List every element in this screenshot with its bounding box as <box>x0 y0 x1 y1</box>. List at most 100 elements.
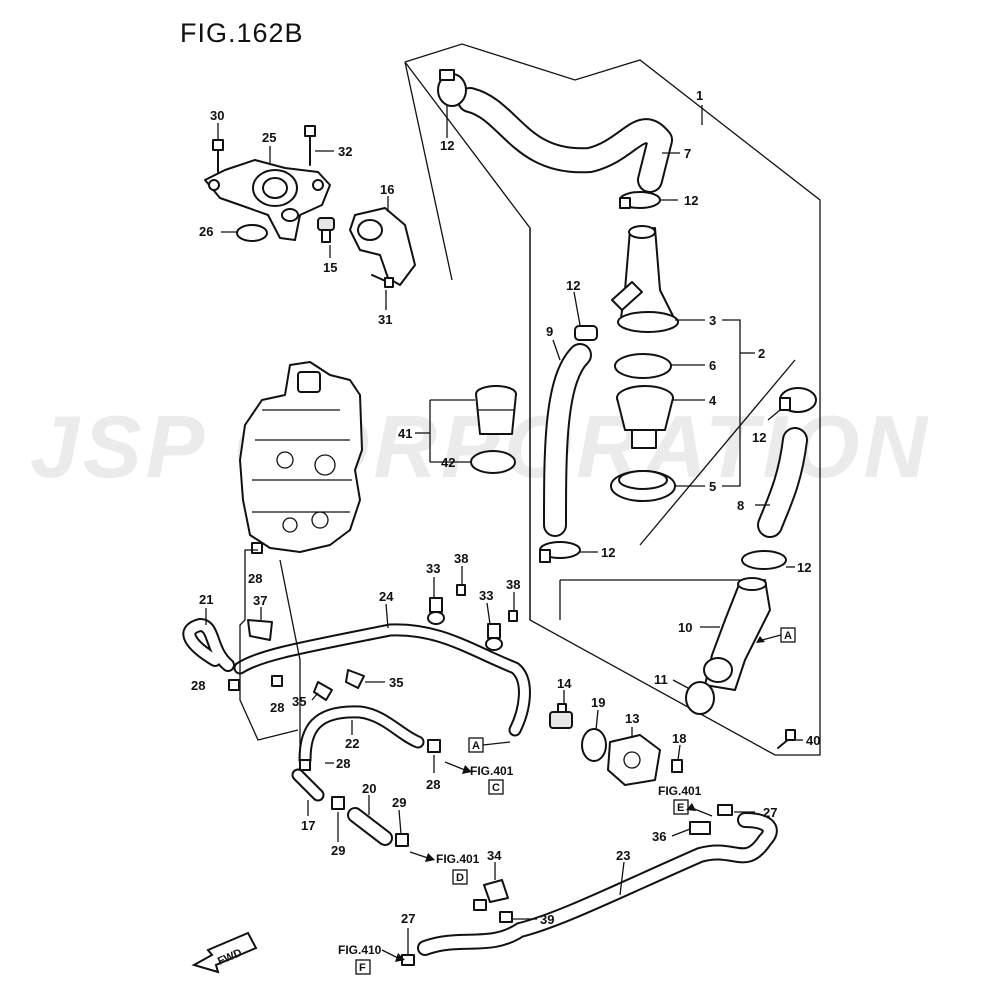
svg-text:FIG.401: FIG.401 <box>658 784 702 798</box>
hose-part-7 <box>457 87 673 193</box>
cover-part-13 <box>607 734 661 786</box>
svg-text:C: C <box>492 782 500 794</box>
bracket-part-37 <box>247 619 273 641</box>
bolt-part-38-left <box>456 584 466 596</box>
sensor-part-14 <box>549 703 573 729</box>
clip-part-28-left <box>228 679 240 691</box>
callout-35-left: 35 <box>292 694 306 709</box>
clip-part-33-left <box>427 597 445 625</box>
callout-19: 19 <box>591 695 605 710</box>
clip-part-28-bottom <box>299 759 311 771</box>
assembly-outline <box>404 43 821 756</box>
clamp-part-12-right <box>779 387 817 413</box>
clip-part-27-right <box>717 804 733 816</box>
clip-part-28-lower <box>427 739 441 753</box>
svg-text:FIG.410: FIG.410 <box>338 943 382 957</box>
callout-17: 17 <box>301 818 315 833</box>
housing-part-3 <box>611 225 679 333</box>
clip-part-29-right <box>395 833 409 847</box>
callout-12-lower: 12 <box>601 545 615 560</box>
callout-15: 15 <box>323 260 337 275</box>
svg-text:A: A <box>784 630 792 642</box>
pipe-part-20 <box>347 807 393 846</box>
callout-20: 20 <box>362 781 376 796</box>
callout-11: 11 <box>654 672 668 687</box>
clip-part-33-right <box>485 623 503 651</box>
callout-33-left: 33 <box>426 561 440 576</box>
callout-10: 10 <box>678 620 692 635</box>
callout-12-mid: 12 <box>566 278 580 293</box>
callout-27-bottom: 27 <box>401 911 415 926</box>
clamp-part-12-right-lower <box>741 550 787 570</box>
clips-part-35 <box>313 669 365 701</box>
fwd-arrow-icon: FWD <box>191 931 258 974</box>
callout-12-right: 12 <box>752 430 766 445</box>
engine-block <box>239 361 363 553</box>
callout-1: 1 <box>696 88 703 103</box>
callout-29-right: 29 <box>392 795 406 810</box>
bracket-part-36 <box>689 821 711 835</box>
callout-35-right: 35 <box>389 675 403 690</box>
callout-26: 26 <box>199 224 213 239</box>
callout-39: 39 <box>540 912 554 927</box>
callout-29-left: 29 <box>331 843 345 858</box>
o-ring-part-26 <box>236 224 268 242</box>
clip-part-28-top <box>251 542 263 554</box>
clamp-part-12-mid <box>574 325 598 341</box>
callout-12-top: 12 <box>440 138 454 153</box>
clip-part-29-left <box>331 796 345 810</box>
figure-title: FIG.162B <box>180 18 304 48</box>
callout-28-top: 28 <box>248 571 262 586</box>
fig-ref-c[interactable]: FIG.401 C <box>444 761 514 795</box>
callout-41: 41 <box>398 426 412 441</box>
callout-4: 4 <box>709 393 717 408</box>
callout-32: 32 <box>338 144 352 159</box>
callout-28-mid: 28 <box>270 700 284 715</box>
elbow-part-16 <box>349 207 416 286</box>
callout-9: 9 <box>546 324 553 339</box>
callout-22: 22 <box>345 736 359 751</box>
seal-part-5 <box>610 470 676 502</box>
callout-28-right: 28 <box>336 756 350 771</box>
callout-5: 5 <box>709 479 716 494</box>
hose-part-24 <box>233 623 531 737</box>
svg-text:F: F <box>359 962 366 974</box>
hose-part-23 <box>417 812 778 956</box>
fig-ref-f[interactable]: FIG.410 F <box>338 943 405 975</box>
callout-13: 13 <box>625 711 639 726</box>
fig-ref-d[interactable]: FIG.401 D <box>409 851 480 885</box>
thermostat-cover-part-25 <box>204 159 331 241</box>
clamp-part-12-lower-left <box>539 541 581 563</box>
fitting-part-17 <box>291 768 325 802</box>
o-ring-part-42 <box>470 450 516 474</box>
svg-text:FIG.401: FIG.401 <box>436 852 480 866</box>
bolt-part-31 <box>371 274 394 288</box>
marker-a-elbow: A <box>756 627 796 643</box>
hose-part-21 <box>182 617 235 672</box>
hose-part-22 <box>298 705 425 767</box>
clip-part-28-mid <box>271 675 283 687</box>
callout-34: 34 <box>487 848 502 863</box>
callout-36: 36 <box>652 829 666 844</box>
callout-24: 24 <box>379 589 394 604</box>
o-ring-part-19 <box>581 728 607 762</box>
marker-a-hose: A <box>468 737 511 753</box>
fig-ref-e[interactable]: FIG.401 E <box>658 784 713 817</box>
callout-16: 16 <box>380 182 394 197</box>
callout-14: 14 <box>557 676 572 691</box>
callout-30: 30 <box>210 108 224 123</box>
sleeve-part-4 <box>616 385 674 449</box>
callout-25: 25 <box>262 130 276 145</box>
bolt-part-40 <box>777 729 796 749</box>
callout-12-right-lower: 12 <box>797 560 811 575</box>
callout-27-right: 27 <box>763 805 777 820</box>
bolt-part-32 <box>304 125 316 166</box>
bolt-part-38-right <box>508 610 518 622</box>
clip-part-34 <box>473 879 509 911</box>
bolt-part-18 <box>671 759 683 773</box>
bolt-part-30 <box>212 139 224 173</box>
callout-3: 3 <box>709 313 716 328</box>
thermostat-part-15 <box>317 217 335 243</box>
callouts: 1 2 3 4 5 6 7 8 9 10 11 12 12 12 12 12 1… <box>191 88 820 927</box>
callout-33-right: 33 <box>479 588 493 603</box>
